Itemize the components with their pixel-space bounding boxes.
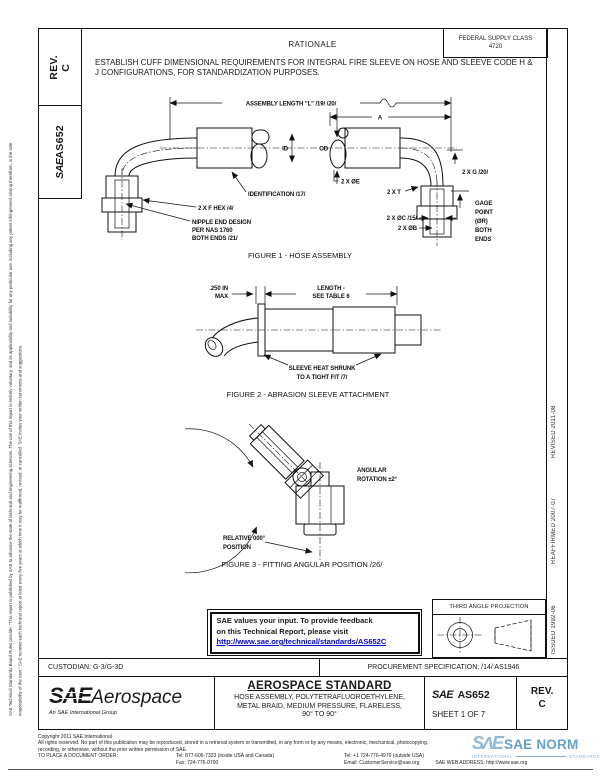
feedback-link[interactable]: http://www.sae.org/technical/standards/A… (216, 637, 387, 646)
sae-logo-docnum: SAE (432, 688, 454, 701)
watermark-sub-right: STANDARDS (569, 754, 600, 759)
date-column-divider (546, 28, 547, 658)
fig1-dim-c-label: 2 X ØC /15/ (387, 216, 418, 222)
watermark-logo: SΛE (472, 733, 504, 753)
fig1-dim-e-label: 2 X ØE (341, 180, 360, 186)
doc-number-vertical: AS652 (54, 124, 66, 159)
fig1-gage-line3: (ØR) (475, 219, 488, 225)
figure1-hose-assembly-drawing: ASSEMBLY LENGTH "L" /19/ /20/ A ID O (101, 97, 493, 260)
procurement-spec-cell: PROCUREMENT SPECIFICATION: /14/ AS1946 (318, 658, 568, 677)
rev-tab-value: C (60, 63, 72, 71)
third-angle-projection-box: THIRD ANGLE PROJECTION (432, 599, 546, 658)
fig1-gage-line1: GAGE (475, 201, 492, 207)
projection-title: THIRD ANGLE PROJECTION (433, 600, 545, 615)
fig1-nipple-line3: BOTH ENDS /21/ (192, 236, 238, 242)
document-number-tab: SAEAS652 (38, 104, 82, 199)
rationale-heading: RATIONALE (288, 40, 337, 49)
sheet-number: SHEET 1 OF 7 (432, 709, 486, 719)
fig3-relative-line2: POSITION (223, 545, 251, 551)
logo-tagline: An SAE International Group (49, 709, 117, 716)
standard-title-cell: AEROSPACE STANDARD HOSE ASSEMBLY, POLYTE… (213, 675, 426, 731)
standard-title-line2: METAL BRAID, MEDIUM PRESSURE, FLARELESS, (237, 702, 403, 710)
fig2-length-line1: LENGTH - (317, 286, 345, 292)
fig1-dim-g-label: 2 X G /20/ (462, 170, 488, 176)
fig1-gage-line2: POINT (475, 210, 493, 216)
fig1-od-label: OD (319, 147, 329, 153)
rev-tab-label: REV. (48, 54, 60, 80)
fig1-id-label: ID (282, 147, 289, 153)
copyright-line: Copyright 2011 SAE International (38, 734, 112, 740)
document-number: AS652 (457, 688, 490, 701)
sae-logo: SAE (49, 682, 92, 708)
aerospace-logo-text: Aerospace (91, 686, 183, 708)
fig1-gage-line4: BOTH (475, 228, 492, 234)
fig3-rotation-line1: ANGULAR (357, 468, 387, 474)
fig1-nipple-line2: PER NAS 1760 (192, 228, 233, 234)
tel-inside: Tel: 877-606-7323 (inside USA and Canada… (176, 753, 275, 760)
fig1-dim-b-label: 2 X ØB (398, 226, 418, 232)
document-number-cell: SAE AS652 SHEET 1 OF 7 (424, 675, 518, 731)
fig1-hex-label: 2 X F HEX /4/ (198, 206, 234, 212)
fig1-dim-t-label: 2 X T (387, 190, 401, 196)
fig1-identification-label: IDENTIFICATION /17/ (248, 192, 306, 198)
web-address: SAE WEB ADDRESS: http://www.sae.org (435, 759, 528, 766)
sae-logo-small: SAE (54, 158, 66, 179)
figure3-angular-position-drawing: ANGULAR ROTATION ±2° RELATIVE 000° POSIT… (185, 423, 398, 574)
bottom-rule (8, 769, 593, 770)
standard-type-heading: AEROSPACE STANDARD (247, 679, 392, 692)
rights-line2: recording, or otherwise, without the pri… (38, 746, 188, 753)
fsc-title: FEDERAL SUPPLY CLASS (458, 36, 533, 42)
figure1-caption: FIGURE 1 - HOSE ASSEMBLY (248, 251, 352, 260)
revision-label: REV. (530, 685, 554, 697)
copyright-footer: Copyright 2011 SAE International All rig… (38, 734, 568, 766)
hose-assembly-right (329, 127, 458, 246)
revision-value: C (538, 698, 546, 710)
figure2-caption: FIGURE 2 - ABRASION SLEEVE ATTACHMENT (227, 390, 390, 399)
custodian-cell: CUSTODIAN: G-3/G-3D (38, 658, 320, 677)
figure2-abrasion-sleeve-drawing: .250 IN MAX LENGTH - SEE TABLE 6 SLEEVE … (196, 286, 442, 399)
feedback-box: SAE values your input. To provide feedba… (207, 609, 422, 656)
tel-outside: Tel: +1 724-776-4970 (outside USA) (344, 753, 424, 760)
federal-supply-class-box: FEDERAL SUPPLY CLASS 4720 (443, 28, 548, 58)
fig3-relative-line1: RELATIVE 000° (223, 536, 266, 542)
sae-norm-watermark: SΛE SAE NORM INTERNATIONAL STANDARDS (472, 734, 600, 759)
email-address: Email: CustomerService@sae.org (344, 759, 420, 766)
standard-title-line3: 90° TO 90° (302, 711, 337, 719)
fig2-shrink-line1: SLEEVE HEAT SHRUNK (289, 366, 357, 372)
figure3-caption: FIGURE 3 - FITTING ANGULAR POSITION /26/ (222, 560, 384, 569)
fig3-rotation-line2: ROTATION ±2° (357, 477, 398, 483)
fig1-dim-a-label: A (378, 116, 383, 122)
feedback-line1: SAE values your input. To provide feedba… (216, 616, 373, 625)
order-label: TO PLACE A DOCUMENT ORDER: (38, 753, 118, 760)
fig1-gage-line5: ENDS (475, 237, 491, 243)
watermark-sub-left: INTERNATIONAL (472, 754, 513, 759)
feedback-line2: on this Technical Report, please visit (216, 626, 349, 636)
fig2-length-line2: SEE TABLE 6 (312, 294, 350, 300)
fig2-shrink-line2: TO A TIGHT FIT /7/ (297, 375, 348, 381)
fax-number: Fax: 724-776-0790 (176, 759, 219, 766)
rationale-line1: ESTABLISH CUFF DIMENSIONAL REQUIREMENTS … (95, 58, 533, 67)
rev-tab: REV. C (38, 28, 82, 106)
rights-line1: All rights reserved. No part of this pub… (38, 740, 429, 747)
standard-title-line1: HOSE ASSEMBLY, POLYTETRAFLUOROETHYLENE, (234, 694, 405, 702)
fig1-nipple-line1: NIPPLE END DESIGN (192, 220, 251, 226)
sae-aerospace-logo-cell: SAEAerospace An SAE International Group (38, 675, 215, 731)
fig2-max-line1: .250 IN (209, 286, 228, 292)
sleeve-assembly (204, 303, 422, 357)
watermark-rule (516, 756, 567, 757)
rationale-line2: J CONFIGURATIONS, FOR STANDARDIZATION PU… (95, 68, 320, 77)
rationale-text: ESTABLISH CUFF DIMENSIONAL REQUIREMENTS … (95, 58, 545, 78)
fsc-code: 4720 (488, 44, 503, 50)
fig2-max-line2: MAX (215, 294, 228, 300)
left-margin-disclaimer: SAE Technical Standards Board Rules prov… (8, 142, 23, 716)
watermark-name: SAE NORM (504, 737, 579, 752)
fig1-assembly-length-label: ASSEMBLY LENGTH "L" /19/ /20/ (246, 102, 337, 108)
vertical-fitting-nut (295, 471, 345, 536)
revision-cell: REV. C (516, 675, 568, 731)
third-angle-projection-icon (437, 617, 532, 654)
